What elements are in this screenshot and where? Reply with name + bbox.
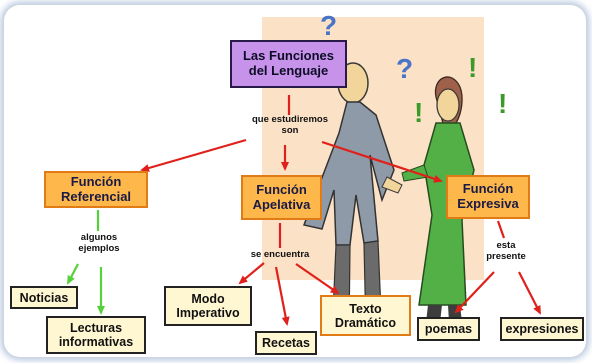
node-funcion-expresiva[interactable]: Función Expresiva bbox=[446, 175, 530, 219]
question-mark-1: ? bbox=[320, 10, 337, 41]
node-root-line1: Las Funciones bbox=[242, 48, 335, 64]
link-label-esta-presente: esta presente bbox=[480, 240, 532, 263]
node-funcion-referencial[interactable]: Función Referencial bbox=[44, 171, 148, 208]
node-texto-line2: Dramático bbox=[334, 315, 397, 330]
arrow-to-expresiones bbox=[518, 271, 541, 315]
exclamation-mark-2: ! bbox=[414, 97, 423, 128]
link-que-line2: son bbox=[281, 124, 299, 136]
connector-lines bbox=[67, 95, 541, 326]
node-ape-line2: Apelativa bbox=[252, 196, 311, 212]
link-label-se-encuentra: se encuentra bbox=[240, 249, 320, 261]
link-label-que-estudiremos: que estudiremos son bbox=[230, 114, 350, 137]
arrow-to-expresiva bbox=[321, 140, 443, 183]
arrow-to-poemas bbox=[454, 271, 495, 314]
link-label-algunos-ejemplos: algunos ejemplos bbox=[64, 232, 134, 255]
node-root-line2: del Lenguaje bbox=[248, 63, 329, 78]
link-algunos-line2: ejemplos bbox=[78, 242, 120, 254]
node-recetas-text: Recetas bbox=[262, 336, 310, 350]
link-esta-line1: esta bbox=[496, 240, 516, 251]
node-ref-line1: Función bbox=[70, 173, 122, 189]
node-texto-line1: Texto bbox=[349, 301, 382, 316]
node-modo-imperativo[interactable]: Modo Imperativo bbox=[164, 286, 252, 326]
node-las-funciones-del-lenguaje[interactable]: Las Funciones del Lenguaje bbox=[230, 40, 347, 88]
node-noticias[interactable]: Noticias bbox=[10, 286, 78, 309]
arrow-to-noticias bbox=[67, 263, 79, 285]
arrow-to-recetas bbox=[274, 266, 290, 326]
node-recetas[interactable]: Recetas bbox=[255, 331, 317, 355]
connector-exp-to-linker bbox=[496, 220, 506, 239]
node-ape-line1: Función bbox=[256, 181, 307, 197]
node-ref-line2: Referencial bbox=[60, 188, 132, 204]
exclamation-mark-1: ! bbox=[468, 52, 477, 83]
exclamation-mark-3: ! bbox=[498, 88, 507, 119]
arrow-to-modo bbox=[238, 262, 265, 285]
arrow-to-texto bbox=[295, 263, 340, 295]
node-expresiones-text: expresiones bbox=[505, 322, 579, 336]
node-exp-line1: Función bbox=[462, 181, 514, 197]
node-exp-line2: Expresiva bbox=[457, 196, 519, 211]
node-lecturas-line2: informativas bbox=[58, 335, 134, 349]
node-funcion-apelativa[interactable]: Función Apelativa bbox=[241, 175, 322, 220]
node-modo-line2: Imperativo bbox=[176, 306, 240, 320]
node-noticias-text: Noticias bbox=[19, 290, 69, 305]
node-poemas[interactable]: poemas bbox=[417, 317, 480, 341]
node-poemas-text: poemas bbox=[424, 322, 473, 336]
node-lecturas-line1: Lecturas bbox=[69, 321, 123, 335]
question-mark-2: ? bbox=[396, 53, 413, 84]
concept-map-frame: ? ? ! ! ! Las Funciones del Lenguaje bbox=[4, 5, 586, 357]
link-que-line1: que estudiremos bbox=[251, 114, 329, 125]
node-modo-line1: Modo bbox=[191, 292, 225, 306]
node-lecturas-informativas[interactable]: Lecturas informativas bbox=[46, 316, 146, 354]
link-algunos-line1: algunos bbox=[80, 232, 118, 243]
wall-top-edge bbox=[262, 5, 484, 17]
link-se-encuentra-text: se encuentra bbox=[250, 249, 310, 260]
link-esta-line2: presente bbox=[486, 250, 526, 262]
thought-marks: ? ? ! ! ! bbox=[320, 10, 507, 128]
node-expresiones[interactable]: expresiones bbox=[500, 317, 584, 341]
node-texto-dramatico[interactable]: Texto Dramático bbox=[320, 295, 411, 336]
arrow-to-referencial bbox=[140, 138, 247, 172]
